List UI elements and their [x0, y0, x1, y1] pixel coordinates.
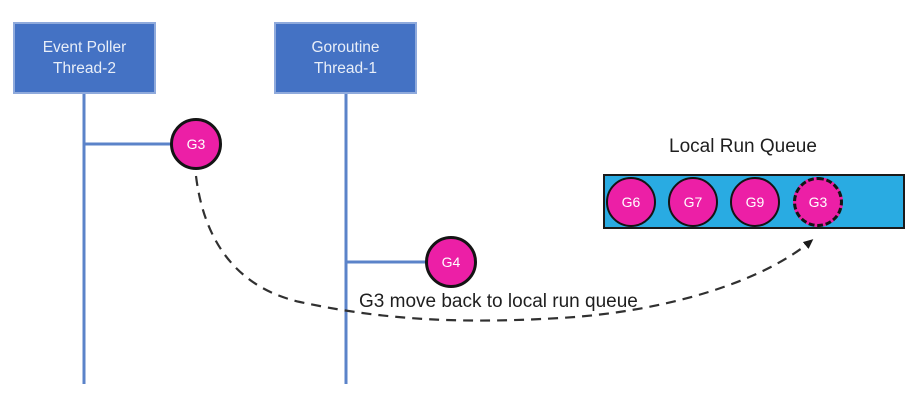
goroutine-circle-g4-thread1: G4	[425, 236, 477, 288]
thread-box-event-poller: Event Poller Thread-2	[13, 22, 156, 94]
thread-box-event-poller-line1: Event Poller	[42, 39, 127, 56]
queue-slot-label: G9	[745, 193, 765, 210]
queue-slot-g3-incoming: G3	[793, 176, 843, 227]
queue-slot-label: G6	[621, 193, 641, 210]
local-run-queue: G6 G7 G9 G3	[603, 174, 905, 229]
move-back-annotation: G3 move back to local run queue	[359, 291, 638, 312]
thread-box-event-poller-line2: Thread-2	[53, 60, 116, 77]
queue-slot-g9: G9	[730, 176, 780, 227]
thread-box-goroutine: Goroutine Thread-1	[274, 22, 417, 94]
goroutine-label: G4	[441, 254, 461, 270]
goroutine-circle-g3-thread2: G3	[170, 118, 222, 170]
thread-box-goroutine-line2: Thread-1	[314, 60, 377, 77]
queue-slot-label: G3	[808, 193, 828, 210]
queue-slot-g7: G7	[668, 176, 718, 227]
queue-slot-label: G7	[683, 193, 703, 210]
local-run-queue-title: Local Run Queue	[669, 136, 817, 157]
thread-box-goroutine-line1: Goroutine	[311, 39, 380, 56]
queue-slot-g6: G6	[606, 176, 656, 227]
goroutine-label: G3	[186, 136, 206, 152]
